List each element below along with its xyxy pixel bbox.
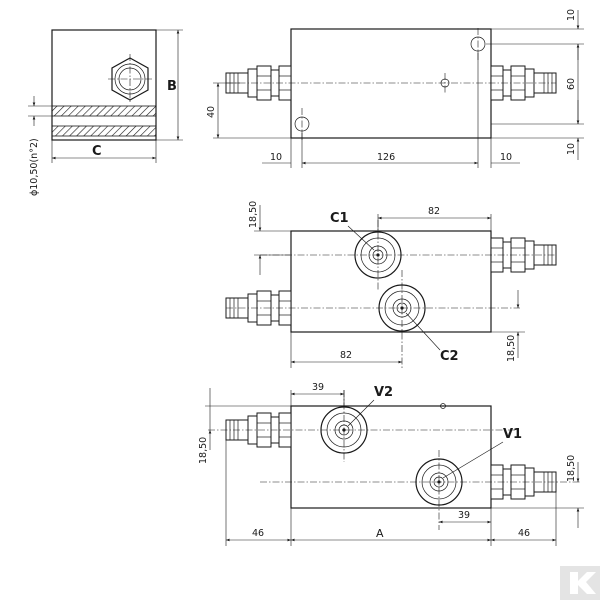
- dim-hole-diameter: ϕ10,50(n°2): [29, 138, 40, 196]
- port-label-c1: C1: [330, 211, 349, 226]
- dim-mid-bottom-spacing: 82: [340, 350, 352, 361]
- dim-bot-right-connector: 46: [518, 528, 530, 539]
- brand-logo-icon: [560, 566, 600, 600]
- dim-bot-top-spacing: 39: [312, 382, 324, 393]
- front-view: 10 60 10 40 10 126 10: [206, 9, 584, 168]
- dim-top-bottom-right: 10: [500, 152, 512, 163]
- dim-top-right-upper: 10: [566, 9, 577, 21]
- dim-bot-bottom-spacing: 39: [458, 510, 470, 521]
- dim-top-bottom-left: 10: [270, 152, 282, 163]
- port-label-c2: C2: [440, 349, 459, 364]
- ports-view-c: C1 C2 82 18,50 82 18,50: [225, 201, 557, 368]
- dim-top-left-height: 40: [206, 106, 217, 118]
- side-view: B C ϕ10,50(n°2): [28, 29, 183, 196]
- port-label-v1: V1: [503, 427, 522, 442]
- mounting-hole-upper: [51, 105, 157, 117]
- dim-top-right-mid: 60: [566, 78, 577, 90]
- front-view-body: [290, 28, 492, 139]
- ports-view-v: V2 V1 39 18,50 18,50 39 46 A 46: [198, 382, 584, 546]
- dim-mid-right-offset: 18,50: [506, 335, 517, 362]
- dim-c-label: C: [92, 144, 102, 159]
- dim-bot-left-offset: 18,50: [198, 437, 209, 464]
- dim-b-label: B: [167, 79, 177, 94]
- dim-mid-left-offset: 18,50: [248, 201, 259, 228]
- port-label-v2: V2: [374, 385, 393, 400]
- mounting-hole-lower: [51, 125, 157, 137]
- dim-top-bottom-length: 126: [377, 152, 395, 163]
- dim-bot-right-offset: 18,50: [566, 455, 577, 482]
- dim-top-right-lower: 10: [566, 143, 577, 155]
- dim-a-label: A: [376, 527, 384, 540]
- dim-bot-left-connector: 46: [252, 528, 264, 539]
- ports-view-v-body: [290, 405, 492, 509]
- dim-mid-top-spacing: 82: [428, 206, 440, 217]
